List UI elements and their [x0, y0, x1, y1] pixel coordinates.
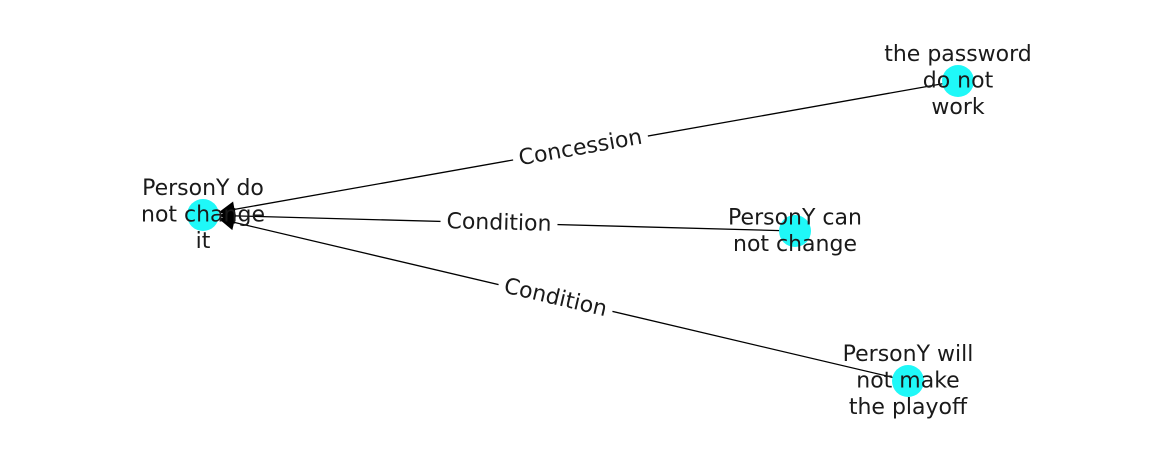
edge-label-background [495, 270, 616, 326]
edge-label-e1: Condition [440, 206, 558, 240]
edge-label-text: Condition [502, 274, 610, 322]
node-label-line: it [196, 229, 211, 254]
node-label-line: the playoff [849, 395, 968, 420]
edge-label-text: Concession [517, 125, 644, 171]
edge-label-e0: Concession [510, 121, 651, 175]
edge-label-background [440, 206, 558, 240]
node-label-line: not change [733, 232, 857, 257]
node-n2 [779, 215, 811, 247]
node-label-line: PersonY will [843, 342, 974, 367]
edge-label-text: Condition [446, 209, 552, 237]
node-label-line: not make [856, 369, 959, 394]
node-label-line: the password [884, 42, 1032, 67]
node-n0 [187, 199, 219, 231]
node-label-line: work [931, 95, 984, 120]
edge-label-e2: Condition [495, 270, 616, 326]
node-label-line: not change [141, 203, 265, 228]
node-label-line: PersonY can [728, 205, 862, 230]
arrowhead [218, 214, 236, 231]
edge-label-background [510, 121, 651, 175]
node-label-line: do not [923, 69, 994, 94]
node-label-line: PersonY do [142, 176, 264, 201]
nodes-layer [187, 65, 974, 397]
node-n1 [942, 65, 974, 97]
node-n3 [892, 365, 924, 397]
